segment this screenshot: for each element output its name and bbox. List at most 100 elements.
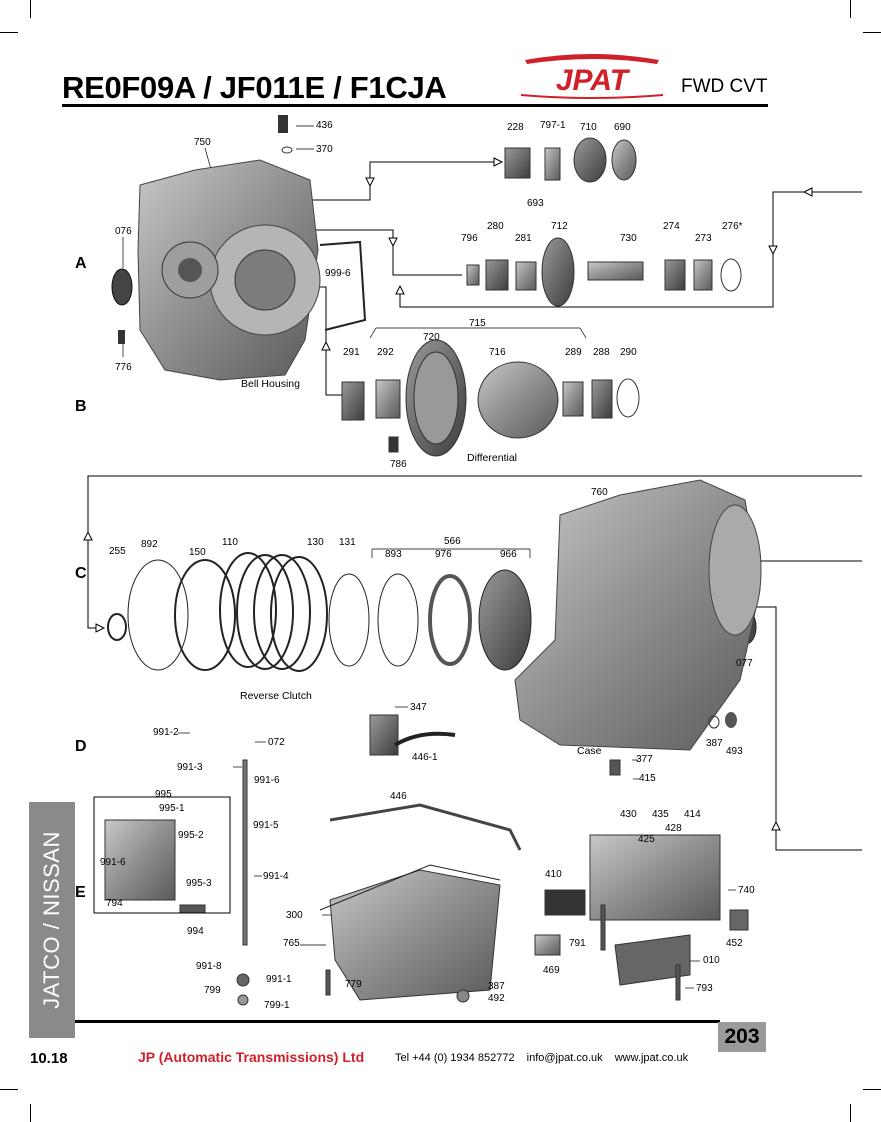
bell-housing <box>137 159 321 381</box>
header-rule <box>62 104 768 107</box>
callout-452: 452 <box>726 938 743 949</box>
callout-793: 793 <box>696 983 713 994</box>
section-e: E <box>75 884 86 901</box>
callout-740: 740 <box>738 885 755 896</box>
callout-991-2: 991-2 <box>153 727 179 738</box>
crop-mark <box>863 32 881 33</box>
callout-110: 110 <box>222 537 238 548</box>
kit-995-frame <box>93 796 231 914</box>
callout-414: 414 <box>684 809 701 820</box>
callout-274: 274 <box>663 221 680 232</box>
callout-566: 566 <box>444 536 461 547</box>
callout-991-6b: 991-6 <box>100 857 126 868</box>
callout-228: 228 <box>507 122 524 133</box>
callout-995-3: 995-3 <box>186 878 212 889</box>
callout-715: 715 <box>469 318 486 329</box>
callout-300: 300 <box>286 910 303 921</box>
brand-logo: JPAT <box>517 50 667 100</box>
callout-779: 779 <box>345 979 362 990</box>
callout-077: 077 <box>736 658 753 669</box>
callout-760: 760 <box>591 487 608 498</box>
callout-991-4: 991-4 <box>263 871 289 882</box>
callout-693: 693 <box>527 198 544 209</box>
callout-893: 893 <box>385 549 402 560</box>
section-c: C <box>75 565 87 582</box>
callout-765: 765 <box>283 938 300 949</box>
callout-492: 492 <box>488 993 505 1004</box>
footer-rule <box>75 1020 720 1023</box>
manufacturer-label: JATCO / NISSAN <box>39 831 64 1009</box>
transmission-case <box>514 479 762 751</box>
crop-mark <box>30 0 31 18</box>
callout-290: 290 <box>620 347 637 358</box>
callout-010: 010 <box>703 955 720 966</box>
email-link[interactable]: info@jpat.co.uk <box>526 1052 603 1064</box>
section-b: B <box>75 398 87 415</box>
callout-892: 892 <box>141 539 158 550</box>
section-a: A <box>75 255 87 272</box>
callout-966: 966 <box>500 549 517 560</box>
crop-mark <box>863 1089 881 1090</box>
callout-991-8: 991-8 <box>196 961 222 972</box>
callout-428: 428 <box>665 823 682 834</box>
callout-796: 796 <box>461 233 478 244</box>
page-title: RE0F09A / JF011E / F1CJA <box>62 70 447 105</box>
callout-995-1: 995-1 <box>159 803 185 814</box>
callout-799: 799 <box>204 985 221 996</box>
callout-799-1: 799-1 <box>264 1000 290 1011</box>
caption-case: Case <box>577 745 602 757</box>
section-number: 10.18 <box>30 1050 68 1067</box>
callout-415: 415 <box>639 773 656 784</box>
callout-469: 469 <box>543 965 560 976</box>
phone: Tel +44 (0) 1934 852772 <box>395 1052 515 1064</box>
caption-differential: Differential <box>467 452 517 464</box>
callout-377: 377 <box>636 754 653 765</box>
callout-999-6: 999-6 <box>325 268 351 279</box>
page-subtitle: FWD CVT <box>681 76 768 97</box>
callout-720: 720 <box>423 332 440 343</box>
callout-280: 280 <box>487 221 504 232</box>
callout-991-1: 991-1 <box>266 974 292 985</box>
callout-994: 994 <box>187 926 204 937</box>
caption-bell-housing: Bell Housing <box>241 378 300 390</box>
page-number-box: 203 <box>718 1022 766 1052</box>
callout-131: 131 <box>339 537 356 548</box>
caption-reverse-clutch: Reverse Clutch <box>240 690 312 702</box>
callout-976: 976 <box>435 549 452 560</box>
callout-690: 690 <box>614 122 631 133</box>
callout-292: 292 <box>377 347 394 358</box>
callout-991-6: 991-6 <box>254 775 280 786</box>
callout-716: 716 <box>489 347 506 358</box>
callout-995-2: 995-2 <box>178 830 204 841</box>
callout-347: 347 <box>410 702 427 713</box>
company-name: JP (Automatic Transmissions) Ltd <box>138 1049 365 1065</box>
crop-mark <box>850 1104 851 1122</box>
callout-791: 791 <box>569 938 586 949</box>
callout-291: 291 <box>343 347 360 358</box>
callout-493: 493 <box>726 746 743 757</box>
bell-housing-bolt <box>118 115 293 344</box>
seal-076 <box>111 268 133 306</box>
callout-072: 072 <box>268 737 285 748</box>
callout-786: 786 <box>390 459 407 470</box>
manufacturer-side-tab: JATCO / NISSAN <box>29 802 75 1038</box>
callout-446-1: 446-1 <box>412 752 438 763</box>
section-a-parts <box>466 137 742 307</box>
callout-130: 130 <box>307 537 324 548</box>
callout-435: 435 <box>652 809 669 820</box>
callout-797-1: 797-1 <box>540 120 566 131</box>
callout-410: 410 <box>545 869 562 880</box>
callout-370: 370 <box>316 144 333 155</box>
callout-273: 273 <box>695 233 712 244</box>
callout-150: 150 <box>189 547 206 558</box>
callout-710: 710 <box>580 122 597 133</box>
callout-730: 730 <box>620 233 637 244</box>
callout-430: 430 <box>620 809 637 820</box>
callout-276: 276* <box>722 221 743 232</box>
callout-750: 750 <box>194 137 211 148</box>
crop-mark <box>30 1104 31 1122</box>
callout-991-5: 991-5 <box>253 820 279 831</box>
crop-mark <box>0 1089 18 1090</box>
website-link[interactable]: www.jpat.co.uk <box>614 1052 689 1064</box>
